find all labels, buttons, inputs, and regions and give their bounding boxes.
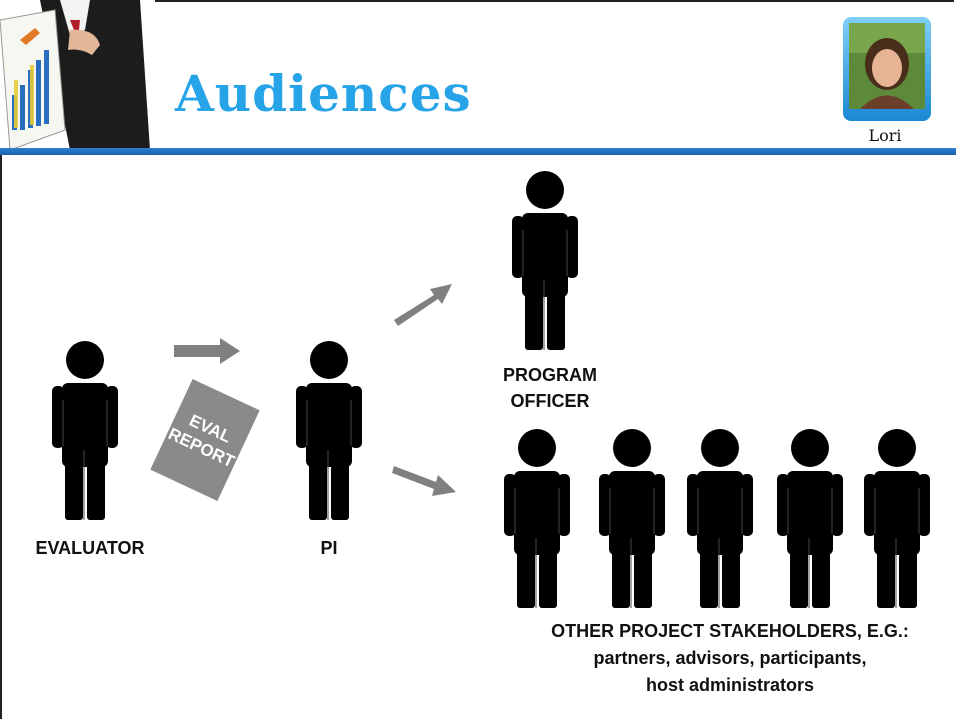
stakeholders-label: OTHER PROJECT STAKEHOLDERS, E.G.: partne… [520,618,940,699]
stakeholder-figure [685,428,755,608]
business-chart-photo [0,0,155,150]
pi-figure [294,340,364,520]
arrow-to-pi [174,338,240,364]
presenter-name: Lori [868,126,902,145]
header-divider [0,148,956,155]
arrow-to-program-officer [394,284,452,326]
stakeholder-figure [597,428,667,608]
stakeholders-label-line1: OTHER PROJECT STAKEHOLDERS, E.G.: [551,621,909,641]
stakeholder-figure [502,428,572,608]
stakeholder-figure [775,428,845,608]
eval-report-document: EVAL REPORT [150,379,260,501]
program-officer-label: PROGRAM OFFICER [475,362,625,414]
bar-chart-icon [12,50,49,130]
evaluator-figure [50,340,120,520]
evaluator-label: EVALUATOR [35,538,145,558]
stakeholder-figure [862,428,932,608]
presenter-photo [843,17,931,121]
pi-label: PI [320,538,338,558]
program-officer-label-line1: PROGRAM [503,365,597,385]
program-officer-figure [510,170,580,350]
arrow-to-stakeholders [392,466,456,496]
stakeholders-label-line2: partners, advisors, participants, [593,648,867,668]
stakeholders-label-line3: host administrators [645,675,815,695]
program-officer-label-line2: OFFICER [510,391,590,411]
page-title: Audiences [175,64,472,123]
